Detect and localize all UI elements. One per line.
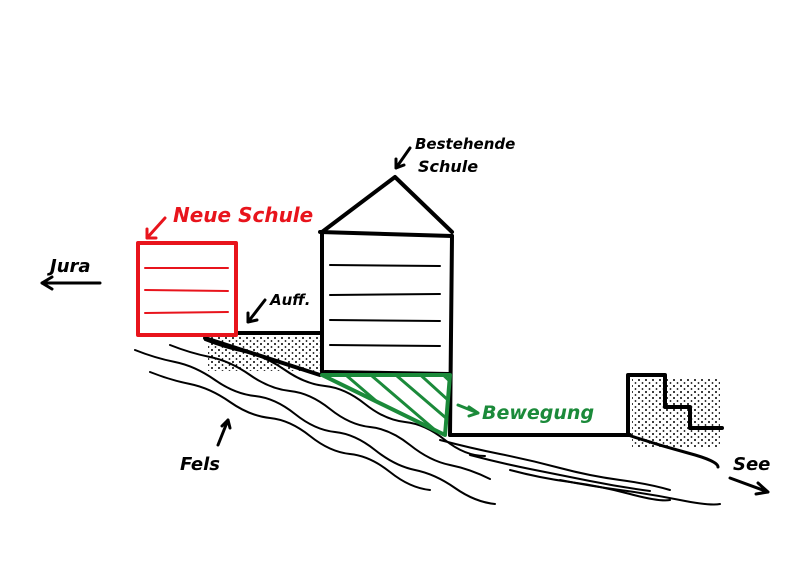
new-school-label: Neue Schule — [173, 203, 313, 227]
movement-wedge — [320, 373, 452, 437]
jura-label: Jura — [47, 256, 91, 277]
existing-school-label-1: Bestehende — [415, 135, 515, 153]
existing-school — [318, 175, 454, 437]
movement-arrow-icon — [456, 403, 480, 418]
new-school — [136, 216, 238, 337]
fill-arrow-icon — [246, 298, 267, 324]
fill-slope-line — [203, 336, 322, 377]
lake-building — [626, 373, 724, 469]
fill-label: Auff. — [269, 291, 310, 309]
fill-area — [208, 337, 320, 371]
rock-arrow-icon — [216, 418, 232, 447]
rock-label: Fels — [180, 454, 220, 475]
lake-arrow-icon — [728, 476, 770, 496]
movement-label: Bewegung — [482, 402, 594, 424]
lake-label: See — [733, 454, 770, 475]
school-arrow-icon — [394, 146, 412, 170]
jura-arrow-icon — [40, 275, 102, 291]
existing-school-label-2: Schule — [418, 157, 478, 176]
